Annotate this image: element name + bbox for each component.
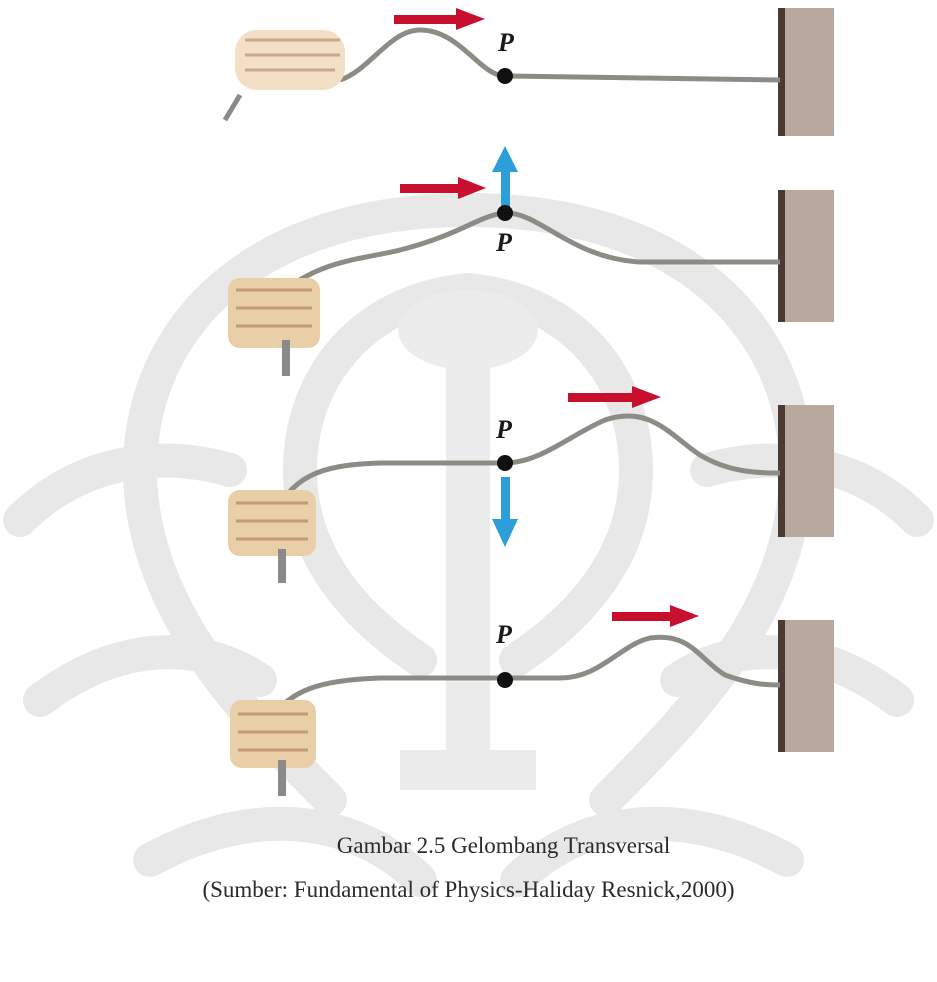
- point-p-dot: [497, 672, 513, 688]
- rope: [340, 30, 780, 80]
- point-p-label: P: [496, 228, 512, 258]
- wall: [778, 405, 834, 537]
- wave-panel-3: P: [0, 385, 937, 595]
- point-p-label: P: [496, 415, 512, 445]
- point-velocity-down-arrow: [492, 477, 518, 547]
- figure-caption-source: (Sumber: Fundamental of Physics-Haliday …: [0, 877, 937, 903]
- point-p-label: P: [496, 620, 512, 650]
- pulse-direction-arrow: [394, 8, 485, 30]
- wave-panel-1: P: [0, 0, 937, 150]
- point-p-dot: [497, 68, 513, 84]
- hand-icon: [228, 490, 316, 583]
- wall: [778, 620, 834, 752]
- wave-panel-4: P: [0, 600, 937, 800]
- pulse-direction-arrow: [568, 386, 661, 408]
- pulse-direction-arrow: [400, 177, 486, 199]
- point-p-dot: [497, 205, 513, 221]
- hand-icon: [225, 30, 345, 120]
- hand-icon: [228, 278, 320, 376]
- wall: [778, 8, 834, 136]
- hand-icon: [230, 700, 316, 796]
- rope: [270, 213, 780, 305]
- wall-edge: [778, 190, 785, 322]
- point-p-dot: [497, 455, 513, 471]
- figure-caption-title: Gambar 2.5 Gelombang Transversal: [0, 833, 937, 859]
- point-velocity-up-arrow: [492, 146, 518, 208]
- rope: [270, 416, 780, 525]
- rope: [270, 637, 780, 720]
- pulse-direction-arrow: [612, 605, 699, 627]
- point-p-label: P: [498, 28, 514, 58]
- wall: [778, 190, 834, 322]
- wall-edge: [778, 8, 785, 136]
- wave-panel-2: P: [0, 140, 937, 380]
